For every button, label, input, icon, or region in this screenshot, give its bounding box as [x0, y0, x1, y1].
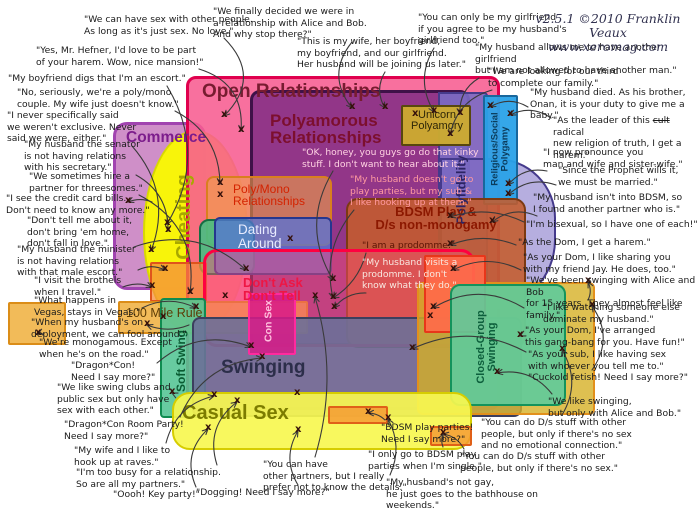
credit-text: v2.5.1 ©2010 Franklin Veaux www.xeromag.…: [522, 12, 694, 53]
quote-1: "We finally decided we were in a relatio…: [213, 6, 367, 41]
quote-10: "I never specifically said we weren't ex…: [7, 110, 137, 145]
quote-14: "We sometimes hire a partner for threeso…: [29, 171, 143, 194]
quote-8: "No, seriously, we're a poly/mono couple…: [17, 87, 179, 110]
quote-40: "Oooh! Key party!": [113, 489, 200, 500]
quote-43: "My husband's not gay, he just goes to t…: [386, 477, 538, 512]
quote-48: "I am a prodomme.": [362, 240, 456, 251]
quote-19: "I'm bisexual, so I have one of each!": [526, 219, 698, 230]
quote-17: "My husband isn't into BDSM, so I found …: [533, 192, 683, 215]
quote-23: "I visit the brothels when I travel.": [34, 275, 122, 298]
quote-47: "My husband doesn't go to play parties, …: [350, 174, 474, 209]
quote-21: "My husband the minister is not having r…: [17, 244, 136, 279]
quote-41: "Dogging! Need I say more?": [196, 487, 330, 498]
region-con-sex: [248, 293, 296, 355]
quote-4: "This is my wife, her boyfriend, my boyf…: [297, 36, 466, 71]
region-casual-orange-1: [328, 406, 388, 424]
quote-6: "My boyfriend digs that I'm an escort.": [8, 73, 186, 84]
region-religious-social-polygamy: [483, 95, 518, 205]
quote-25: "What happens in Vegas, stays in Vegas.": [34, 295, 141, 318]
quote-26: "I like watching someone else dominate m…: [543, 302, 680, 325]
quote-22: "As your Dom, I like sharing you with my…: [523, 252, 676, 275]
region-left-gold-box: [8, 302, 66, 345]
quote-45: "I only go to BDSM play parties when I'm…: [368, 449, 482, 472]
quote-13: "I now pronounce you man and wife and si…: [543, 147, 683, 170]
site-line: www.xeromag.com: [547, 38, 669, 54]
quote-29: "We're monogamous. Except when he's on t…: [39, 337, 172, 360]
quote-15: "Since the Prophet wills it, we must be …: [558, 165, 679, 188]
quote-30: "As your sub, I like having sex with who…: [528, 349, 667, 372]
quote-46: "OK, honey, you guys go do that kinky st…: [302, 147, 479, 170]
version-line: v2.5.1 ©2010 Franklin Veaux: [535, 11, 681, 40]
quote-20: "As the Dom, I get a harem.": [518, 237, 651, 248]
quote-32: "Cuckold fetish! Need I say more?": [528, 372, 688, 383]
quote-38: "You can do D/s stuff with other people,…: [460, 451, 618, 474]
quote-12: "My husband the senator is not having re…: [24, 139, 140, 174]
quote-18: "Don't tell me about it, don't bring 'em…: [27, 215, 133, 250]
quote-7: "We are looking for our third to complet…: [488, 66, 619, 89]
quote-16: "I see the credit card bills. Don't need…: [6, 193, 150, 216]
quote-33: "We like swing clubs and public sex but …: [57, 382, 171, 417]
region-unicorn-polyamory: [401, 105, 471, 146]
quote-11: "As the leader of this cult radical new …: [553, 115, 682, 161]
quote-3: "Yes, Mr. Hefner, I'd love to be part of…: [36, 45, 204, 68]
quote-44: "BDSM play parties! Need I say more?": [381, 422, 474, 445]
quote-2: "You can only be my girlfriend if you ag…: [418, 12, 567, 47]
quote-24: "We've been swinging with Alice and Bob …: [526, 275, 696, 321]
quote-36: "You can do D/s stuff with other people,…: [481, 417, 632, 452]
quote-35: "Dragon*Con Room Party! Need I say more?…: [64, 419, 184, 442]
quote-49: "My husband visits a prodomme. I don't k…: [362, 257, 458, 292]
quote-5: "My husband allows me to have another gi…: [475, 42, 677, 77]
quote-0: "We can have sex with other people. As l…: [84, 14, 253, 37]
quote-37: "My wife and I like to hook up at raves.…: [74, 445, 171, 468]
quote-34: "We like swinging, but only with Alice a…: [548, 396, 682, 419]
region-left-orange-box: [150, 262, 207, 302]
quote-27: "When my husband's on deployment, we can…: [31, 317, 187, 340]
quote-28: "As your Dom, I've arranged this gang-ba…: [525, 325, 685, 348]
quote-31: "Dragon*Con! Need I say more?": [71, 360, 156, 383]
